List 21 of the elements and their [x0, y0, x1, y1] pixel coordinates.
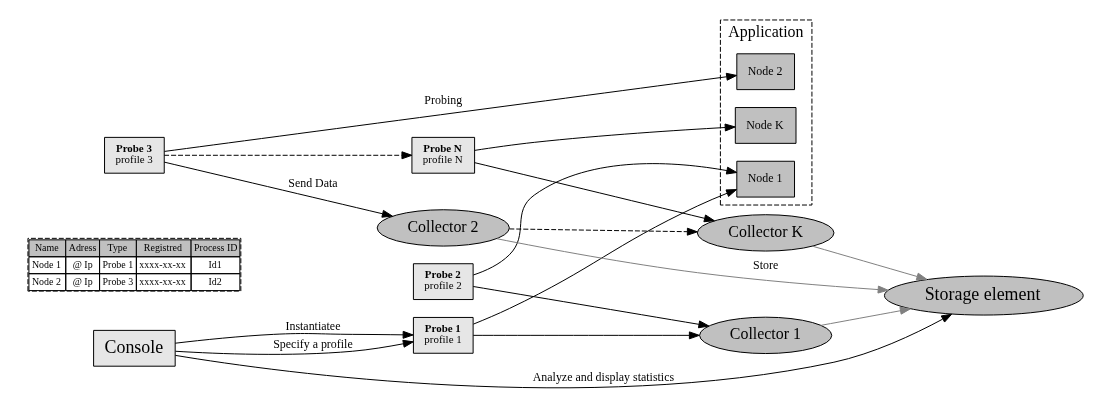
label: xxxx-xx-xx	[138, 258, 186, 270]
label: Probe 3	[102, 275, 133, 287]
edge-label: Probing	[423, 93, 462, 108]
label: Id2	[208, 275, 222, 287]
edge-label: Send Data	[287, 175, 338, 190]
label: @ Ip	[72, 258, 93, 270]
label: Id1	[208, 258, 222, 270]
edge-label: Instantiatee	[284, 318, 340, 333]
label: Node 2	[31, 275, 61, 287]
label: @ Ip	[72, 275, 93, 287]
label: xxxx-xx-xx	[138, 275, 186, 287]
label: Process ID	[193, 241, 237, 253]
label: Registred	[143, 241, 182, 253]
label: Adress	[68, 241, 96, 253]
edge-label: Specify a profile	[272, 336, 353, 351]
edge-label: Analyze and display statistics	[532, 369, 674, 384]
label: Probe 1	[102, 258, 133, 270]
label: Node 1	[31, 258, 61, 270]
label: Name	[34, 241, 59, 253]
label: Type	[107, 241, 127, 253]
edge-label: Store	[752, 258, 778, 273]
